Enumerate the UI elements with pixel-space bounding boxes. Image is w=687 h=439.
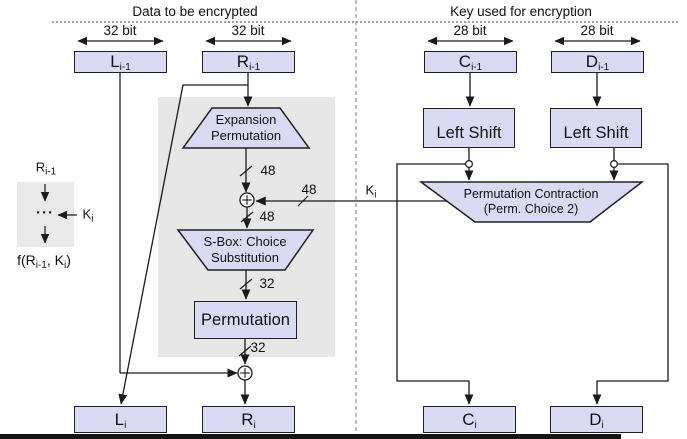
register-sub: i	[601, 419, 604, 431]
bit-label-c: 28 bit	[453, 23, 487, 39]
width-label-key-in: 48	[301, 182, 317, 198]
legend-output-p1: f(R	[17, 251, 36, 268]
register-sub: i-1	[249, 62, 261, 73]
legend-output-label: f(Ri-1, Ki)	[17, 251, 71, 271]
register-sub: i-1	[119, 62, 131, 73]
width-label-sbox-out: 32	[259, 276, 275, 292]
legend-input-sub: i-1	[45, 166, 57, 178]
register-r-next-label: Ri	[241, 409, 256, 431]
sbox-line2: Substitution	[211, 250, 279, 265]
legend-input-label: Ri-1	[35, 159, 57, 178]
branch-point-d	[609, 160, 618, 169]
permutation-label: Permutation	[201, 310, 290, 329]
expansion-permutation-label: Expansion Permutation	[211, 112, 281, 144]
register-main: R	[241, 409, 254, 429]
left-shift-d-label: Left Shift	[563, 124, 629, 142]
legend-ellipsis: ···	[36, 204, 54, 222]
expansion-line1: Expansion	[215, 112, 277, 127]
register-r-prev-label: Ri-1	[236, 52, 261, 73]
sbox-line1: S-Box: Choice	[203, 234, 287, 249]
legend-key-main: K	[82, 206, 92, 222]
bus-width-ticks	[238, 165, 309, 357]
register-main: L	[110, 52, 120, 71]
expansion-line2: Permutation	[210, 128, 282, 143]
legend-arrows	[40, 184, 77, 244]
pc2-line1: Permutation Contraction	[463, 187, 599, 201]
register-sub: i	[124, 419, 127, 431]
register-main: L	[114, 409, 125, 429]
register-main: D	[589, 409, 602, 429]
subkey-label: Ki	[365, 182, 377, 201]
left-shift-c-label: Left Shift	[436, 124, 502, 142]
bit-label-l: 32 bit	[103, 23, 137, 39]
legend-output-s2: i	[64, 259, 67, 271]
bit-label-d: 28 bit	[580, 23, 614, 39]
register-sub: i-1	[471, 62, 483, 73]
register-main: C	[458, 52, 472, 71]
bottom-bar	[0, 434, 621, 439]
register-d-next: Di	[550, 406, 643, 433]
width-label-expansion-out: 48	[260, 163, 276, 179]
register-c-prev: Ci-1	[424, 51, 517, 73]
xor-feistel-node	[237, 365, 253, 381]
register-d-prev-label: Di-1	[585, 52, 610, 73]
section-title-key: Key used for encryption	[450, 4, 592, 20]
register-d-next-label: Di	[589, 409, 604, 431]
branch-point-c	[465, 160, 474, 169]
permutation-block: Permutation	[194, 301, 297, 339]
register-sub: i	[253, 419, 256, 431]
left-shift-c-block: Left Shift	[423, 108, 515, 148]
subkey-sub: i	[374, 189, 377, 201]
subkey-main: K	[365, 182, 375, 198]
register-c-prev-label: Ci-1	[458, 52, 483, 73]
legend-output-p3: )	[66, 251, 71, 268]
register-r-next: Ri	[202, 406, 295, 433]
section-title-data: Data to be encrypted	[132, 4, 258, 20]
permuted-choice-2-label: Permutation Contraction (Perm. Choice 2)	[464, 187, 599, 217]
expansion-permutation-block	[181, 107, 311, 149]
register-sub: i	[474, 419, 477, 431]
legend-key-label: Ki	[82, 206, 94, 225]
register-l-prev: Li-1	[74, 51, 167, 73]
register-sub: i-1	[598, 62, 610, 73]
left-shift-d-block: Left Shift	[550, 108, 642, 148]
legend-output-s1: i-1	[35, 259, 47, 271]
pc2-line2: (Perm. Choice 2)	[483, 202, 579, 216]
width-label-perm-out: 32	[250, 340, 266, 356]
register-main: D	[585, 52, 599, 71]
register-l-next: Li	[74, 406, 167, 433]
legend-input-main: R	[35, 159, 46, 175]
sbox-block	[176, 229, 315, 271]
permuted-choice-2-block	[418, 181, 645, 223]
register-c-next: Ci	[423, 406, 516, 433]
register-c-next-label: Ci	[462, 409, 477, 431]
register-main: R	[236, 52, 250, 71]
register-d-prev: Di-1	[551, 51, 644, 73]
sbox-label: S-Box: Choice Substitution	[203, 234, 286, 266]
legend-key-sub: i	[91, 213, 94, 225]
register-l-next-label: Li	[114, 409, 127, 431]
register-r-prev: Ri-1	[202, 51, 295, 73]
register-l-prev-label: Li-1	[110, 52, 131, 73]
xor-key-node	[239, 192, 255, 208]
bit-label-r: 32 bit	[231, 23, 265, 39]
width-label-xor-out: 48	[259, 209, 275, 225]
register-main: C	[462, 409, 475, 429]
legend-output-p2: , K	[46, 251, 65, 268]
